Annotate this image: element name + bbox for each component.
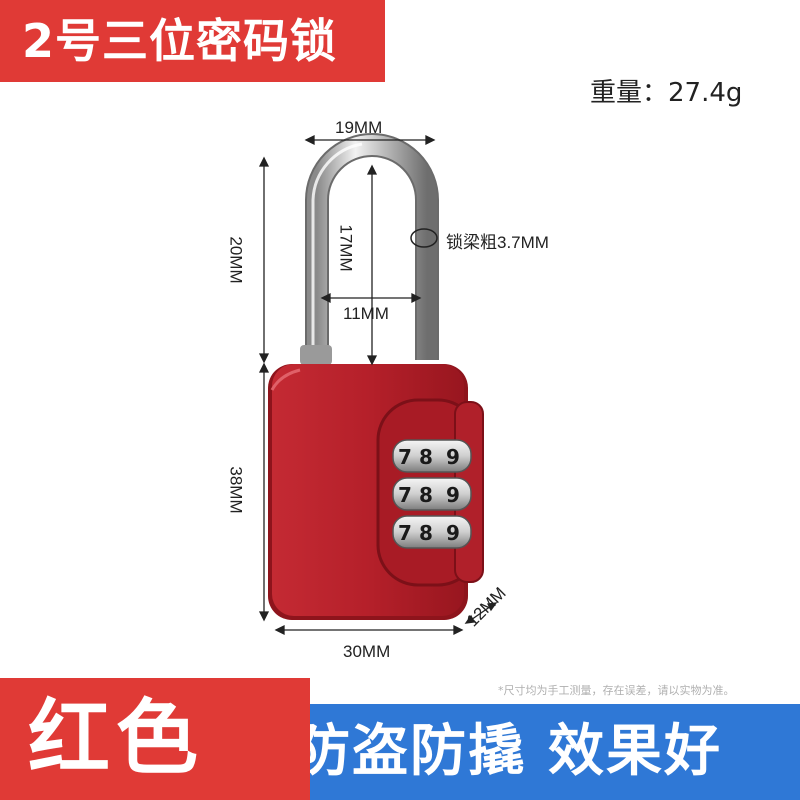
measurement-note: *尺寸均为手工测量，存在误差，请以实物为准。 xyxy=(498,684,735,697)
slogan-banner: 防盗防撬效果好 xyxy=(224,704,800,800)
dial-row-3[interactable]: 7 8 9 xyxy=(392,515,472,549)
dim-shackle-thickness: 锁梁粗3.7MM xyxy=(446,233,549,252)
dim-body-height: 38MM xyxy=(226,466,246,514)
dial-row-2[interactable]: 7 8 9 xyxy=(392,477,472,511)
dial-digit: 7 xyxy=(398,483,412,507)
dial-digit: 7 xyxy=(398,521,412,545)
dial-digit: 9 xyxy=(446,445,460,469)
dial-digit: 7 xyxy=(398,445,412,469)
dim-shackle-inner-height: 17MM xyxy=(336,224,356,272)
dial-row-1[interactable]: 7 8 9 xyxy=(392,439,472,473)
dial-digit: 8 xyxy=(419,483,433,507)
shackle-collar xyxy=(300,345,332,365)
dial-digit: 8 xyxy=(419,445,433,469)
combination-dials[interactable]: 7 8 9 7 8 9 7 8 9 xyxy=(392,439,472,549)
dim-body-width: 30MM xyxy=(343,642,391,661)
shackle xyxy=(300,133,439,365)
color-label: 红色 xyxy=(0,678,310,800)
dial-digit: 9 xyxy=(446,521,460,545)
dial-digit: 9 xyxy=(446,483,460,507)
dim-shackle-height: 20MM xyxy=(226,236,246,284)
thickness-marker xyxy=(410,228,438,248)
dim-shackle-width: 19MM xyxy=(335,118,383,137)
slogan-part-1: 防盗防撬 xyxy=(294,719,526,784)
dial-digit: 8 xyxy=(419,521,433,545)
dim-shackle-inner-width: 11MM xyxy=(343,304,389,323)
title-banner: 2号三位密码锁 xyxy=(0,0,385,82)
padlock-illustration: 7 8 9 7 8 9 7 8 9 xyxy=(258,133,498,636)
dimension-lines xyxy=(258,134,498,636)
slogan-part-2: 效果好 xyxy=(548,719,722,784)
weight-label: 重量：27.4g xyxy=(590,78,743,108)
